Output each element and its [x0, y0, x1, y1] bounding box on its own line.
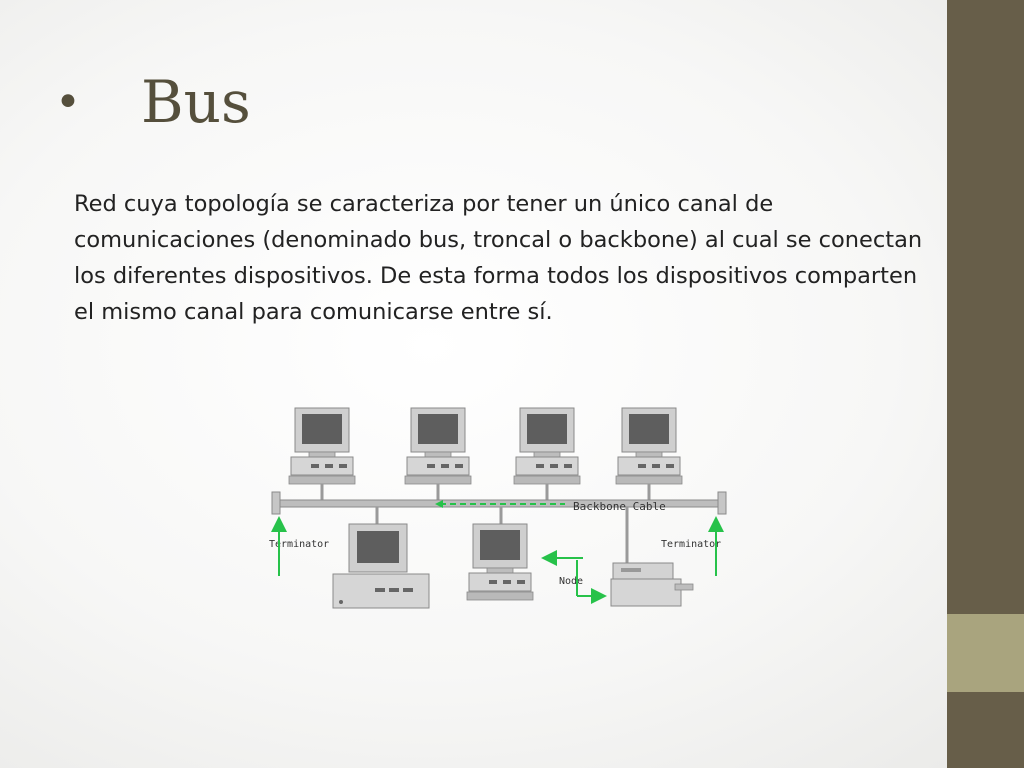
- computer-top-1: [288, 407, 356, 485]
- computer-bottom-2: [466, 523, 534, 601]
- computer-top-2: [404, 407, 472, 485]
- bus-topology-diagram: Backbone Cable Terminator Terminator Nod…: [269, 407, 727, 609]
- slide-title: Bus: [141, 68, 251, 136]
- side-decoration-accent: [947, 614, 1024, 692]
- title-bullet: •: [55, 76, 81, 128]
- node-label: Node: [559, 576, 583, 587]
- terminator-left-label: Terminator: [269, 539, 329, 550]
- computer-bottom-1: [332, 523, 430, 609]
- computer-top-4: [615, 407, 683, 485]
- printer-icon: [610, 562, 694, 607]
- terminator-right-label: Terminator: [661, 539, 721, 550]
- computer-top-3: [513, 407, 581, 485]
- backbone-cable-label: Backbone Cable: [573, 500, 666, 513]
- backbone-cable: [271, 491, 727, 515]
- slide-title-row: • Bus: [55, 62, 251, 142]
- slide-body-text: Red cuya topología se caracteriza por te…: [74, 191, 923, 325]
